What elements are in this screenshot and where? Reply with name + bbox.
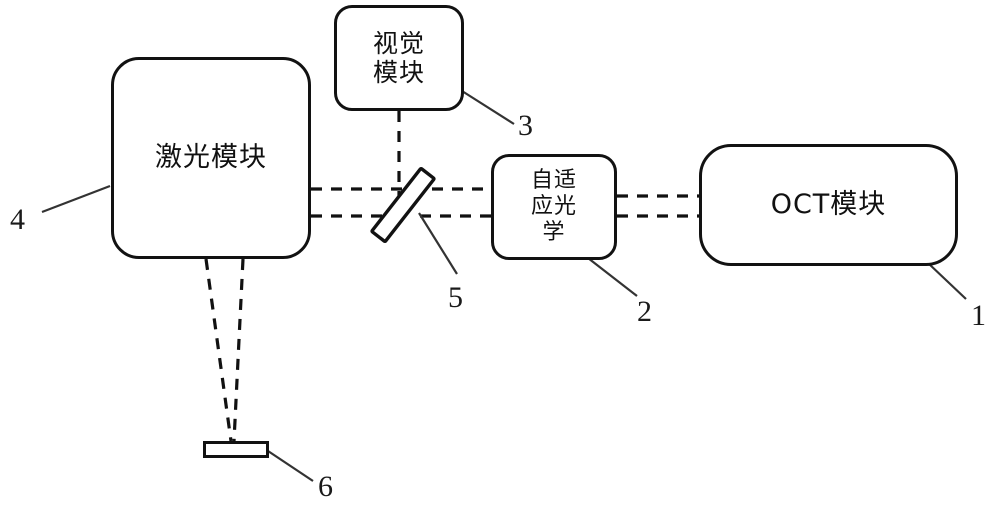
module-oct-label: OCT模块 [770, 189, 887, 221]
leader-line-ref-4 [41, 184, 111, 214]
leader-line-ref-5 [418, 212, 458, 275]
leader-line-ref-3 [461, 90, 515, 125]
beam-splitter [370, 166, 436, 244]
reference-number-beam-splitter: 5 [448, 281, 463, 314]
module-laser[interactable]: 激光模块 [111, 57, 311, 259]
leader-line-ref-1 [927, 262, 967, 300]
module-adaptive-optics[interactable]: 自适 应光 学 [491, 154, 617, 260]
leader-line-ref-6 [267, 450, 314, 482]
module-oct[interactable]: OCT模块 [699, 144, 958, 266]
module-laser-label: 激光模块 [155, 142, 267, 174]
module-adaptive-optics-label: 自适 应光 学 [530, 168, 577, 245]
reference-number-laser: 4 [10, 203, 25, 236]
beam-laser-to-sample-right [232, 258, 245, 442]
reference-number-sample: 6 [318, 470, 333, 503]
leader-line-ref-2 [587, 257, 638, 297]
reference-number-oct: 1 [971, 299, 986, 332]
reference-number-adaptive-optics: 2 [637, 295, 652, 328]
beam-laser-to-sample-left [204, 258, 233, 442]
module-vision-label: 视觉 模块 [372, 28, 425, 88]
module-vision[interactable]: 视觉 模块 [334, 5, 464, 111]
sample-plate[interactable] [203, 441, 269, 458]
reference-number-vision: 3 [518, 109, 533, 142]
